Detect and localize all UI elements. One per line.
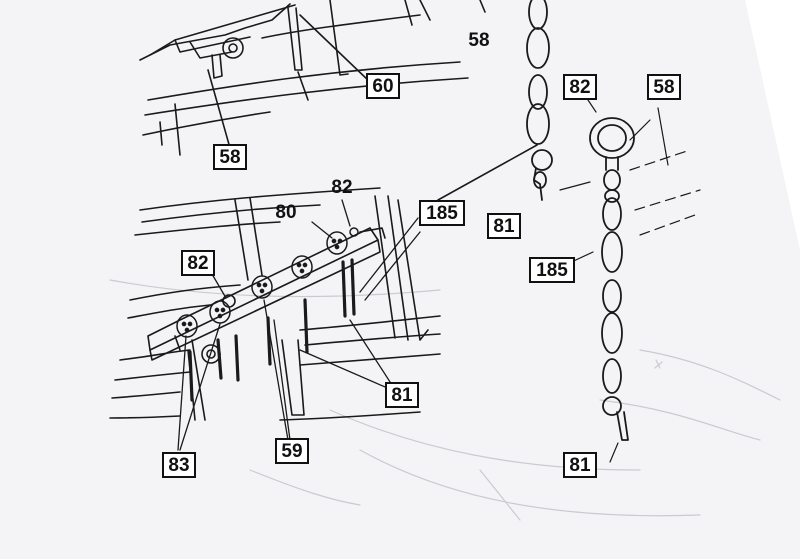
right-chain [589, 117, 635, 441]
leader-185-upper [437, 144, 538, 201]
callout-80: 80 [275, 201, 297, 223]
callout-82-ring: 82 [563, 74, 597, 100]
callout-59: 59 [275, 438, 309, 464]
callout-81-mid: 81 [487, 213, 521, 239]
callout-81-rail: 81 [385, 382, 419, 408]
callout-58-right: 58 [647, 74, 681, 100]
callout-82-upper: 82 [331, 176, 353, 198]
callout-185-right: 185 [529, 257, 575, 283]
callout-185-mid: 185 [419, 200, 465, 226]
callout-82-left: 82 [181, 250, 215, 276]
callout-60: 60 [366, 73, 400, 99]
upper-chain [526, 0, 553, 201]
right-chain-guides [559, 99, 701, 463]
belaying-pins [188, 258, 356, 402]
callout-83: 83 [162, 452, 196, 478]
callout-58-top: 58 [468, 29, 490, 51]
deadeye-blocks [176, 227, 359, 338]
upper-rail-detail [139, 0, 469, 156]
leader-lines-main [177, 199, 421, 451]
main-rail-detail [109, 187, 441, 421]
callout-58-left: 58 [213, 144, 247, 170]
leader-lines-top [207, 0, 486, 149]
callout-81-bottom: 81 [563, 452, 597, 478]
